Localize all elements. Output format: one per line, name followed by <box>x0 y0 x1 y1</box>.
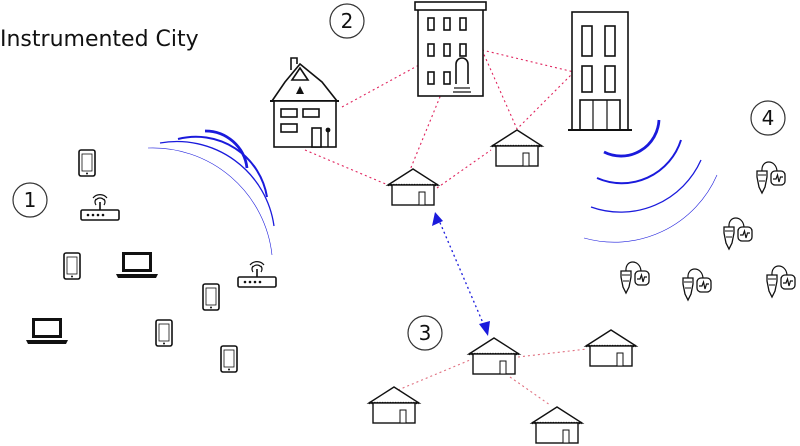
apartment-building-icon <box>414 1 487 97</box>
hut-icon <box>386 167 440 207</box>
sensor-node-icon <box>682 268 712 301</box>
zone-label-2: 2 <box>341 9 354 33</box>
wifi-router-icon <box>80 193 120 221</box>
smartphone-icon <box>155 319 173 347</box>
zone-label-1: 1 <box>24 188 37 212</box>
zone-badge-4: 4 <box>750 100 786 136</box>
zone-4-sensors <box>620 161 796 301</box>
hut-icon <box>584 328 638 368</box>
smartphone-icon <box>63 252 81 280</box>
wireless-waves-right <box>583 119 718 243</box>
zone-1-devices <box>26 149 277 373</box>
sensor-node-icon <box>723 217 753 250</box>
diagram-title: Instrumented City <box>0 27 199 52</box>
hut-icon <box>467 336 521 376</box>
hut-icon <box>530 405 584 445</box>
wireless-waves-left <box>147 129 275 256</box>
smartphone-icon <box>78 149 96 177</box>
hut-icon <box>367 385 421 425</box>
backhaul-link <box>432 212 490 336</box>
hut-icon <box>490 128 544 168</box>
sensor-node-icon <box>756 161 786 194</box>
house-icon <box>270 57 339 148</box>
zone-badge-3: 3 <box>407 315 443 351</box>
laptop-icon <box>116 252 158 278</box>
rural-mesh-links <box>397 348 588 406</box>
smartphone-icon <box>202 283 220 311</box>
laptop-icon <box>26 318 68 344</box>
sensor-node-icon <box>766 265 796 298</box>
zone-label-4: 4 <box>762 106 775 130</box>
zone-badge-1: 1 <box>12 182 48 218</box>
sensor-node-icon <box>620 261 650 294</box>
urban-mesh-links <box>304 49 575 189</box>
zone-label-3: 3 <box>419 321 432 345</box>
office-tower-icon <box>568 11 632 131</box>
wifi-router-icon <box>237 260 277 288</box>
zone-badge-2: 2 <box>329 3 365 39</box>
smartphone-icon <box>220 345 238 373</box>
